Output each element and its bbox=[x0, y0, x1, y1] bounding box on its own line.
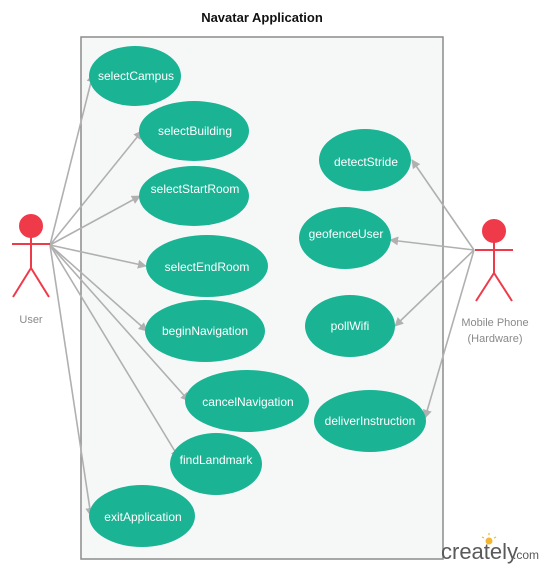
bulb-icon bbox=[481, 533, 497, 545]
use-case-label: deliverInstruction bbox=[325, 414, 416, 428]
use-case-label: pollWifi bbox=[331, 319, 370, 333]
connector-phone-poll-wifi bbox=[394, 249, 475, 327]
connector-user-select-end-room bbox=[49, 244, 147, 269]
phone-actor-leg-left bbox=[475, 272, 495, 302]
use-case-label: selectEndRoom bbox=[165, 260, 250, 274]
connector-user-exit-application bbox=[49, 244, 95, 517]
connector-phone-geofence-user bbox=[389, 236, 475, 251]
user-connectors bbox=[49, 73, 190, 517]
connector-user-select-start-room bbox=[49, 195, 141, 246]
phone-connectors bbox=[389, 159, 475, 419]
use-case-label: findLandmark bbox=[180, 453, 254, 467]
use-case-exit-application[interactable]: exitApplication bbox=[89, 485, 195, 547]
watermark-text: creately bbox=[441, 539, 518, 564]
connector-user-begin-navigation bbox=[49, 244, 148, 332]
use-case-label: selectBuilding bbox=[158, 124, 232, 138]
use-case-label: beginNavigation bbox=[162, 324, 248, 338]
use-case-select-end-room[interactable]: selectEndRoom bbox=[146, 235, 268, 297]
phone-actor-head bbox=[482, 219, 506, 243]
connector-user-select-building bbox=[49, 130, 143, 246]
use-case-select-campus[interactable]: selectCampus bbox=[89, 46, 181, 106]
connector-user-cancel-navigation bbox=[49, 244, 190, 402]
use-case-label: selectCampus bbox=[98, 69, 174, 83]
use-case-find-landmark[interactable]: findLandmark bbox=[170, 433, 262, 495]
system-boundary bbox=[80, 36, 444, 560]
creately-watermark: creately .com bbox=[441, 533, 539, 564]
use-case-cancel-navigation[interactable]: cancelNavigation bbox=[185, 370, 309, 432]
use-case-select-start-room[interactable]: selectStartRoom bbox=[139, 166, 249, 226]
use-case-geofence-user[interactable]: geofenceUser bbox=[299, 207, 391, 269]
use-case-label: cancelNavigation bbox=[202, 395, 293, 409]
phone-actor-label-line2: (Hardware) bbox=[467, 333, 522, 345]
use-case-label: selectStartRoom bbox=[151, 182, 240, 196]
mobile-phone-actor[interactable] bbox=[475, 219, 513, 302]
use-case-label: exitApplication bbox=[104, 510, 181, 524]
watermark-suffix: .com bbox=[513, 548, 539, 562]
connector-phone-detect-stride bbox=[411, 159, 475, 251]
diagram-title: Navatar Application bbox=[201, 10, 323, 25]
use-case-label: detectStride bbox=[334, 155, 398, 169]
connector-user-find-landmark bbox=[49, 244, 180, 459]
use-case-deliver-instruction[interactable]: deliverInstruction bbox=[314, 390, 426, 452]
use-case-poll-wifi[interactable]: pollWifi bbox=[305, 295, 395, 357]
phone-actor-label-line1: Mobile Phone bbox=[461, 317, 528, 329]
user-actor[interactable] bbox=[12, 214, 50, 298]
use-case-detect-stride[interactable]: detectStride bbox=[319, 129, 411, 191]
user-actor-head bbox=[19, 214, 43, 238]
connector-phone-deliver-instruction bbox=[422, 249, 475, 419]
user-actor-label: User bbox=[19, 314, 43, 326]
user-actor-leg-right bbox=[30, 267, 50, 298]
phone-actor-leg-right bbox=[493, 272, 513, 302]
user-actor-leg-left bbox=[12, 267, 32, 298]
use-case-begin-navigation[interactable]: beginNavigation bbox=[145, 300, 265, 362]
use-case-select-building[interactable]: selectBuilding bbox=[139, 101, 249, 161]
connector-user-select-campus bbox=[49, 73, 96, 246]
use-case-label: geofenceUser bbox=[309, 227, 384, 241]
